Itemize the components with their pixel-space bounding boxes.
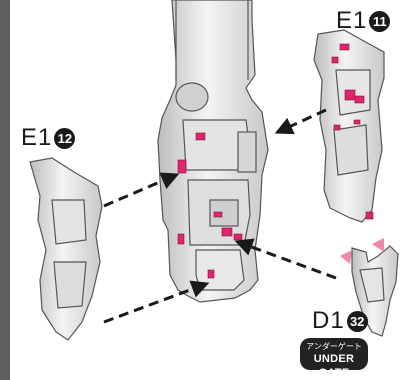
label-e1-12-prefix: E1 [21,124,52,151]
label-d1-32-number: 32 [347,311,368,332]
label-e1-12-number: 12 [54,128,75,149]
leg-frame-part [158,0,268,302]
under-gate-japanese: アンダーゲート [300,341,368,352]
part-e1-11 [314,30,384,222]
label-e1-11-prefix: E1 [336,7,367,34]
arrow-e1-11 [278,110,326,132]
label-d1-32-prefix: D1 [312,307,345,334]
part-e1-12 [30,158,102,340]
under-gate-english: UNDER GATE [300,352,368,380]
label-e1-11-number: 11 [369,11,390,32]
under-gate-badge: アンダーゲート UNDER GATE [300,338,368,370]
